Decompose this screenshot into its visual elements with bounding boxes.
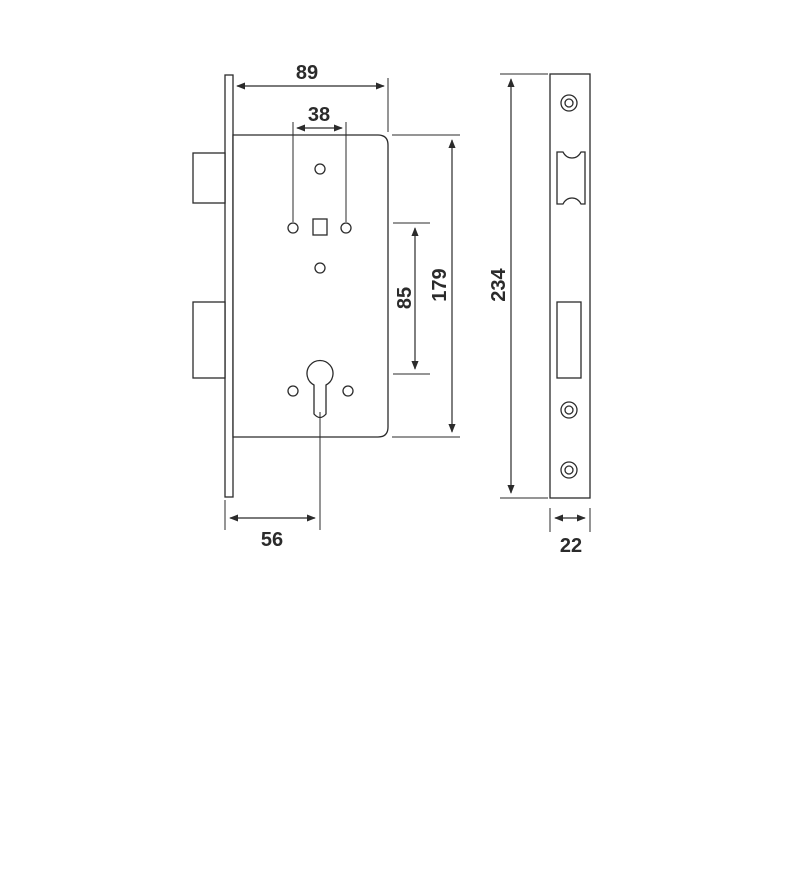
dimension-38: 38 (292, 104, 347, 222)
cylinder-hole-right (342, 385, 354, 397)
faceplate-edge (224, 74, 234, 498)
handle-hole-right (340, 222, 352, 234)
faceplate-screw-bottom-inner (564, 465, 574, 475)
faceplate-screw-middle-inner (564, 405, 574, 415)
dimension-22: 22 (549, 508, 591, 557)
dimension-179: 179 (392, 134, 460, 438)
deadbolt-opening (556, 301, 582, 379)
mounting-hole-top (314, 163, 326, 175)
side-view (549, 73, 591, 499)
dimension-56-label: 56 (261, 529, 283, 551)
cylinder-hole-left (287, 385, 299, 397)
faceplate-screw-top-inner (564, 98, 574, 108)
lock-case (232, 134, 389, 438)
dimension-85: 85 (393, 222, 430, 375)
latch-opening (556, 151, 586, 205)
latch-bolt (192, 152, 226, 204)
follower-square (312, 218, 328, 236)
dimension-179-label: 179 (429, 268, 451, 301)
dimension-89: 89 (236, 62, 389, 132)
dimension-22-label: 22 (560, 535, 582, 557)
handle-hole-left (287, 222, 299, 234)
dimension-234: 234 (488, 73, 548, 499)
front-view (192, 74, 389, 498)
dimension-234-label: 234 (488, 267, 510, 301)
dimension-56: 56 (224, 412, 321, 551)
faceplate (549, 73, 591, 499)
mounting-hole-middle (314, 262, 326, 274)
dimension-38-label: 38 (308, 104, 330, 126)
dead-bolt (192, 301, 226, 379)
dimension-89-label: 89 (296, 62, 318, 84)
dimension-85-label: 85 (394, 287, 416, 309)
